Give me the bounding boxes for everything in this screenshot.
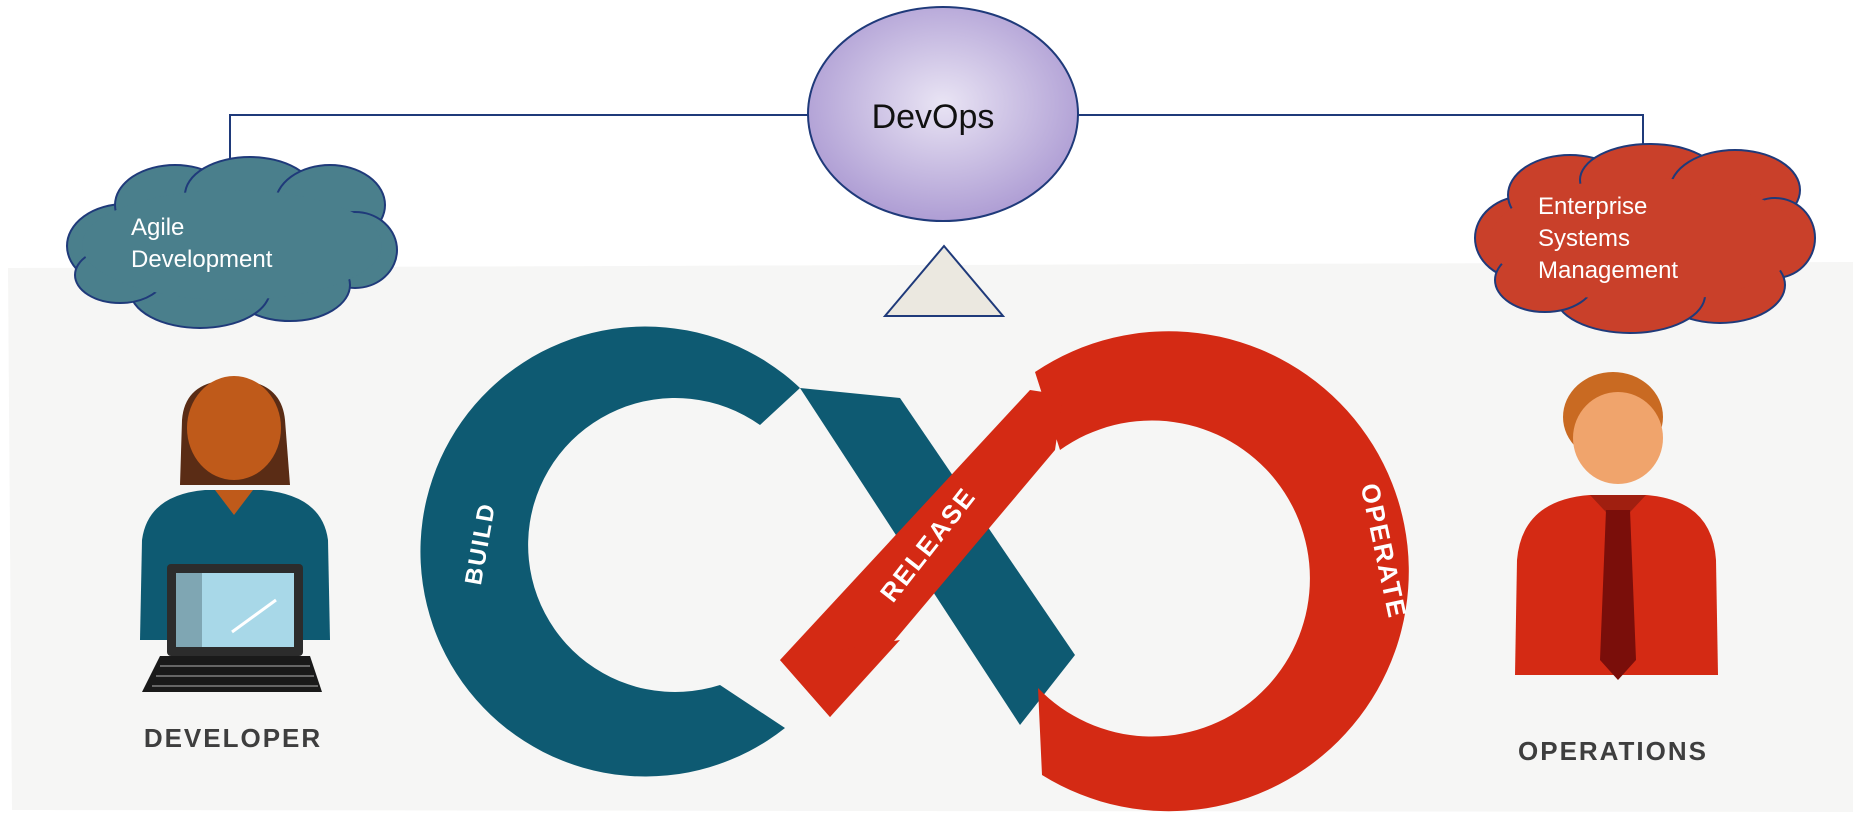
enterprise-cloud-line2: Systems	[1538, 225, 1630, 252]
connector-to-agile	[229, 114, 810, 168]
release-arrow-tip	[780, 640, 900, 717]
developer-face	[187, 376, 281, 480]
operations-tie	[1600, 510, 1636, 680]
laptop-keys	[152, 665, 318, 687]
laptop-screen-shade	[176, 573, 202, 647]
agile-cloud: Agile Development	[66, 156, 398, 329]
devops-ellipse	[807, 6, 1079, 222]
enterprise-cloud: Enterprise Systems Management	[1474, 143, 1816, 334]
laptop-glare	[231, 598, 277, 634]
enterprise-cloud-line3: Management	[1538, 257, 1678, 284]
pointer-triangle	[882, 244, 1006, 317]
devops-node: DevOps	[807, 6, 1079, 222]
agile-cloud-line2: Development	[131, 246, 273, 273]
developer-label: DEVELOPER	[144, 723, 322, 753]
devops-loop: BUILD RELEASE OPERATE	[420, 326, 1413, 812]
release-band	[780, 390, 1063, 717]
developer-figure: DEVELOPER	[140, 376, 330, 753]
connector-to-enterprise	[1077, 114, 1644, 160]
operations-face	[1573, 392, 1663, 484]
operations-figure: OPERATIONS	[1515, 372, 1718, 766]
enterprise-cloud-line1: Enterprise	[1538, 193, 1647, 220]
operations-label: OPERATIONS	[1518, 736, 1708, 766]
devops-label: DevOps	[872, 98, 995, 136]
operate-ring	[1035, 331, 1409, 812]
developer-neck	[215, 490, 253, 515]
build-ring	[420, 326, 800, 777]
agile-cloud-line1: Agile	[131, 214, 184, 241]
